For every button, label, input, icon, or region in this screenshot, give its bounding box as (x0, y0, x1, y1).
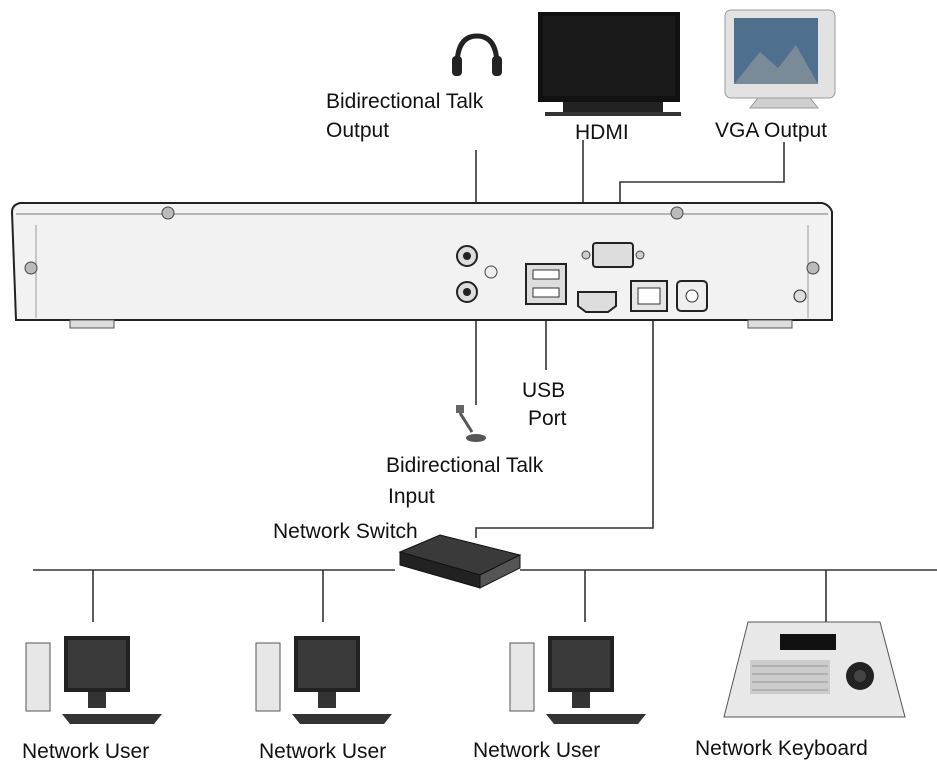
crt-monitor-icon (724, 9, 836, 109)
network-keyboard-label: Network Keyboard (695, 737, 868, 760)
desktop-computer-icon (255, 636, 392, 724)
vga-output-label: VGA Output (715, 119, 828, 142)
usb-label-line2: Port (528, 407, 567, 430)
network-user-label: Network User (259, 740, 387, 763)
nvr-rear-panel (10, 202, 833, 329)
usb-label-line1: USB (522, 379, 566, 402)
connection-lines (33, 140, 937, 622)
talk-input-label-line1: Bidirectional Talk (386, 454, 544, 477)
talk-input-label-line2: Input (388, 485, 435, 508)
control-keyboard-icon (723, 621, 906, 718)
network-switch-label: Network Switch (273, 520, 418, 543)
network-switch-icon (398, 534, 522, 589)
hdmi-label: HDMI (575, 121, 629, 144)
desktop-computer-icon (509, 636, 646, 724)
microphone-icon (456, 405, 486, 442)
talk-output-label-line1: Bidirectional Talk (326, 90, 484, 113)
network-user-label: Network User (473, 739, 601, 762)
desktop-computer-icon (25, 636, 162, 724)
network-user-label: Network User (22, 740, 150, 763)
tv-icon (538, 12, 681, 116)
headphones-icon (452, 33, 502, 76)
talk-output-label-line2: Output (326, 119, 390, 142)
